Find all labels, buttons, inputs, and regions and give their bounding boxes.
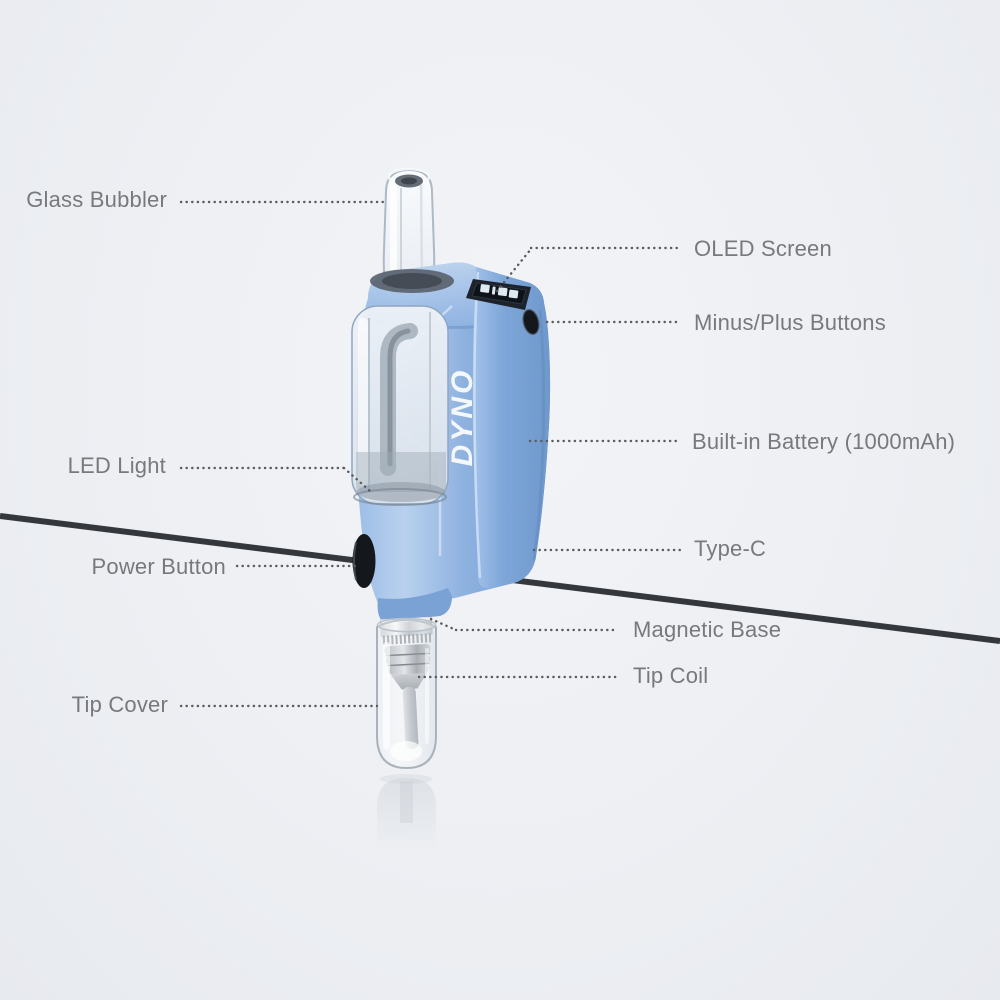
leader-magnetic-base (429, 617, 619, 632)
device-illustration: DYNO (351, 167, 551, 852)
bubbler-window (351, 305, 449, 506)
label-minus-plus-buttons: Minus/Plus Buttons (694, 310, 886, 335)
minus-plus-button-part (522, 308, 540, 336)
tip-cover-part (376, 617, 437, 770)
leader-led-light (179, 466, 372, 493)
power-button-part (352, 534, 376, 588)
label-tip-cover: Tip Cover (71, 692, 168, 717)
label-type-c: Type-C (694, 536, 767, 561)
label-power-button: Power Button (91, 554, 226, 579)
label-tip-coil: Tip Coil (633, 663, 709, 688)
callout-leaders (179, 200, 683, 708)
leader-oled-screen (495, 246, 683, 293)
label-built-in-battery: Built-in Battery (1000mAh) (692, 429, 956, 454)
label-led-light: LED Light (67, 453, 166, 478)
label-magnetic-base: Magnetic Base (633, 617, 782, 642)
glass-bubbler-part (382, 167, 436, 297)
oled-screen-part (466, 279, 531, 310)
oled-digits (480, 284, 519, 299)
label-glass-bubbler: Glass Bubbler (26, 187, 167, 212)
brand-logo: DYNO (446, 368, 479, 467)
bottom-neck (377, 588, 452, 622)
device-reflection (377, 774, 436, 852)
label-oled-screen: OLED Screen (694, 236, 832, 261)
